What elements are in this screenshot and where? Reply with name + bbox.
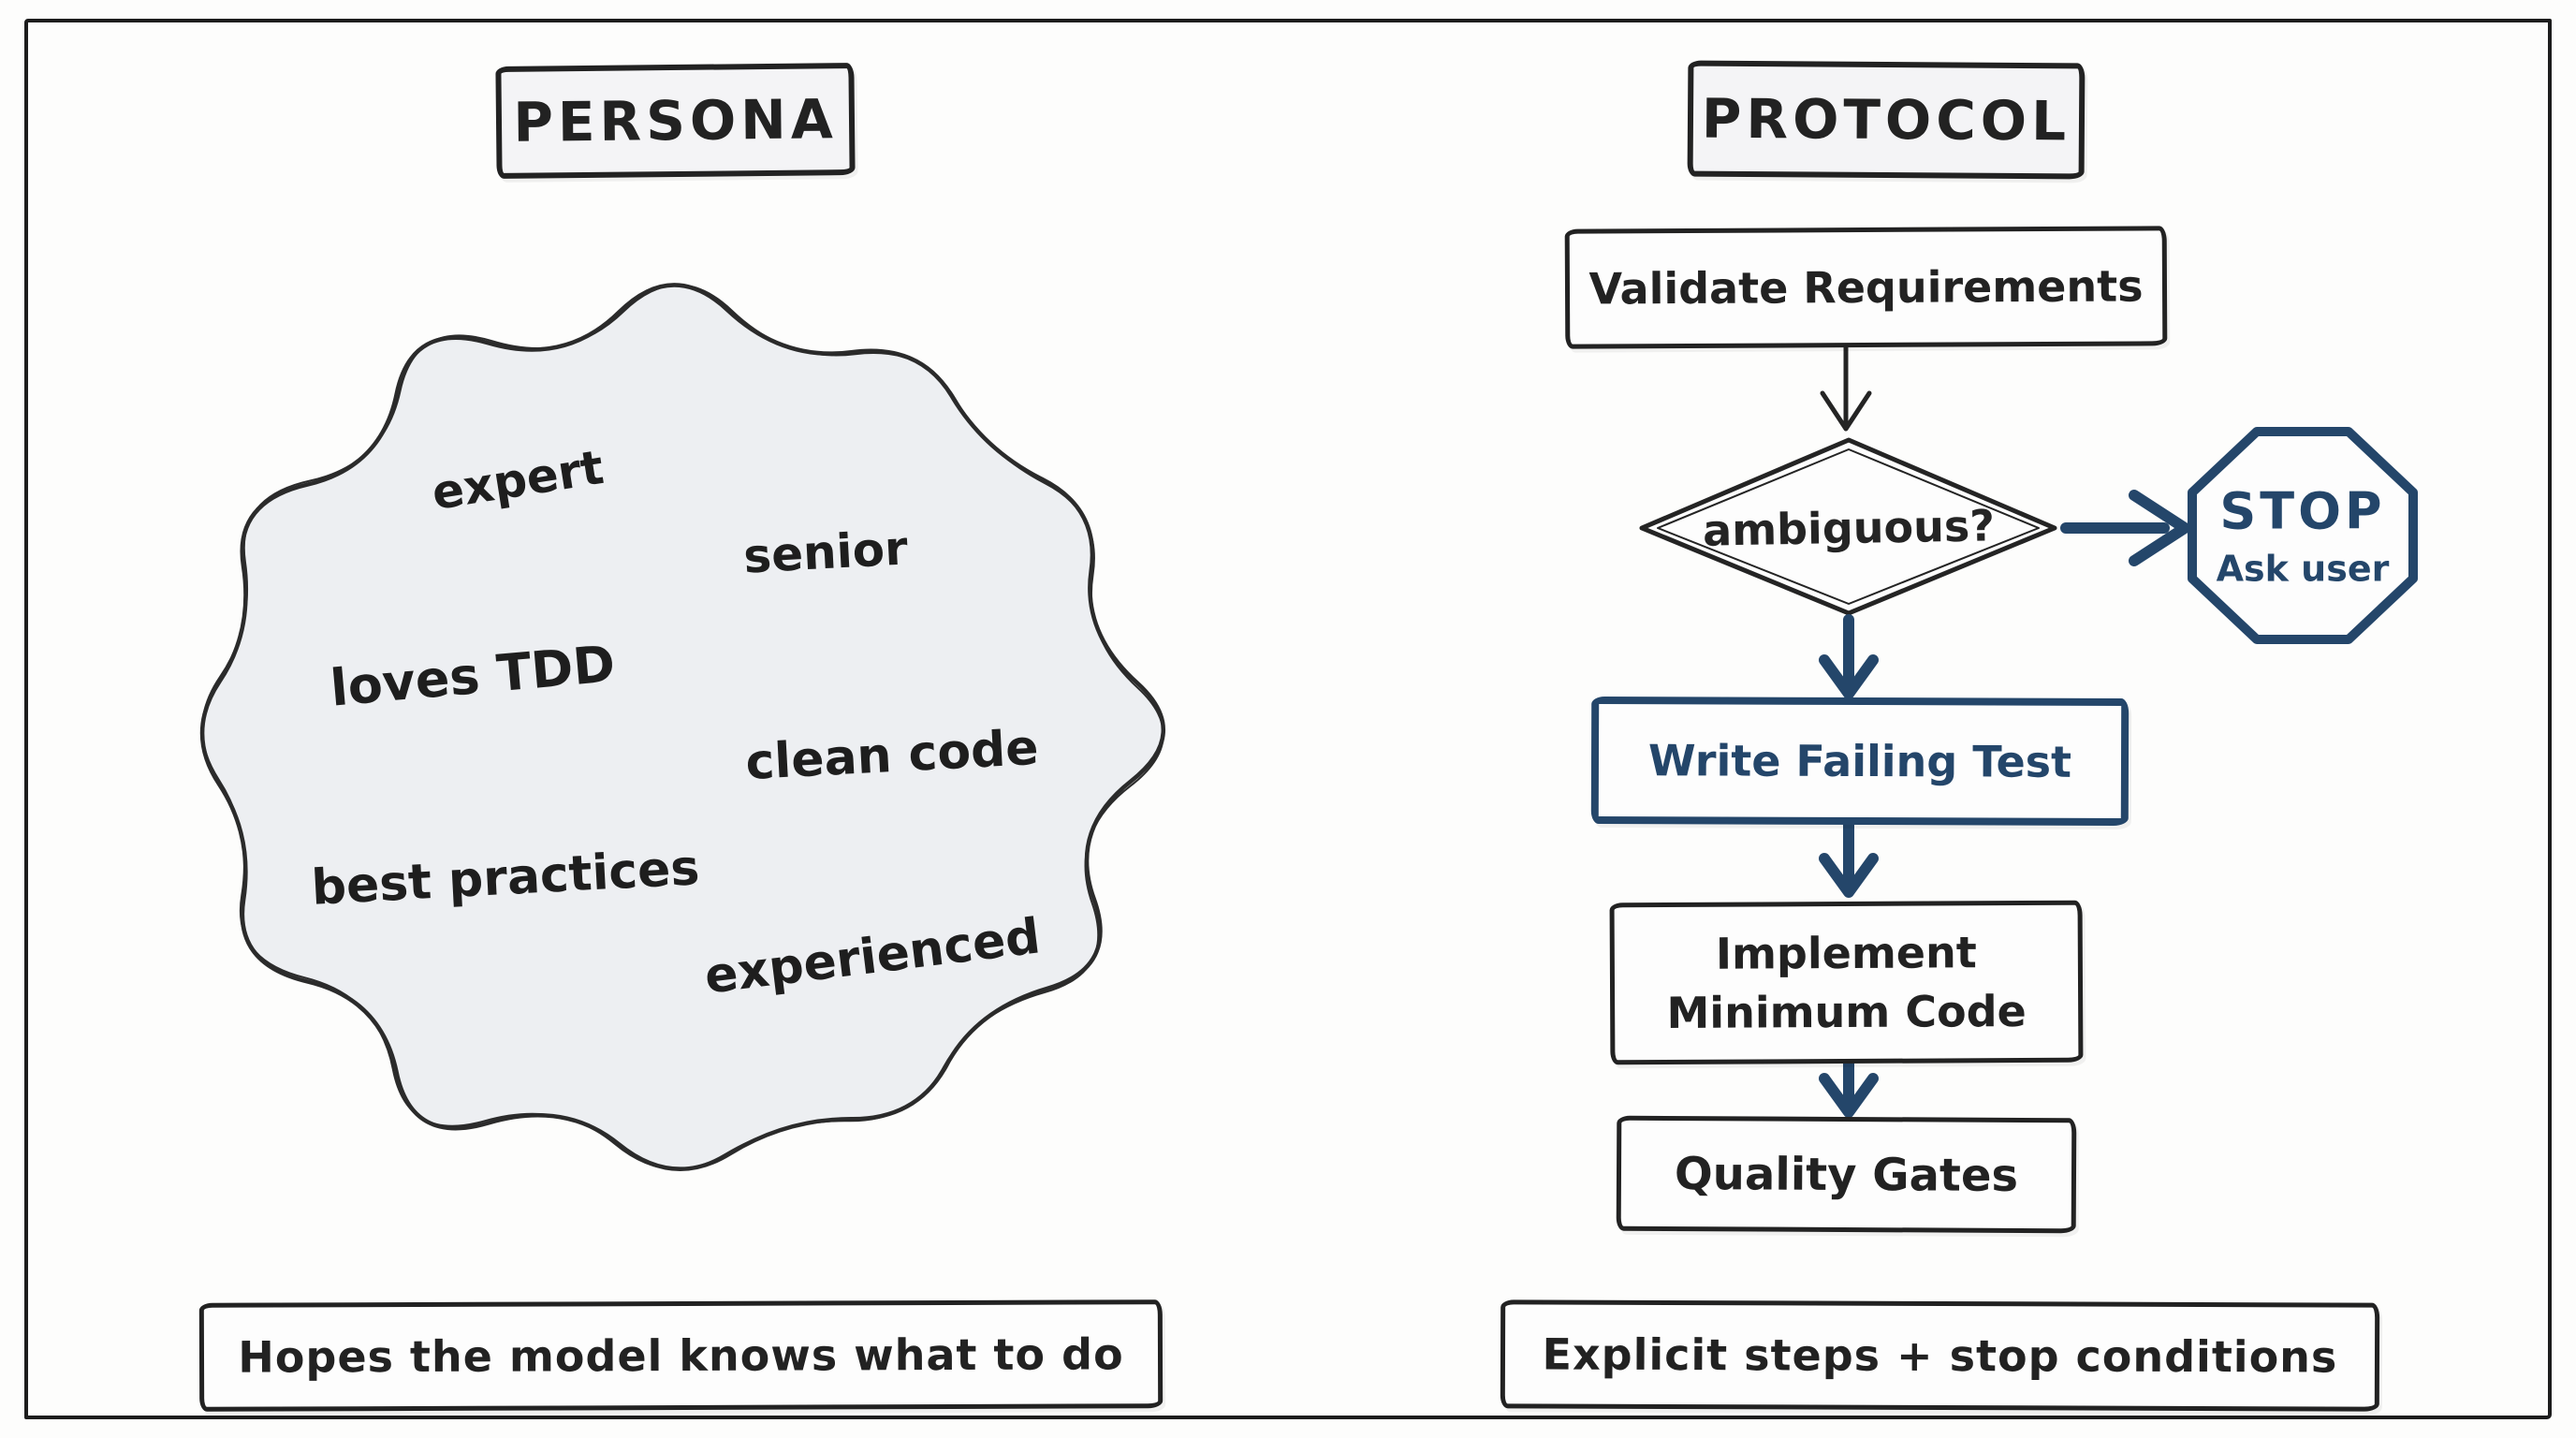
persona-blob — [199, 283, 1165, 1171]
stop-label: STOP Ask user — [2217, 482, 2390, 590]
diamond-sketch-outline — [1657, 448, 2040, 605]
persona-caption: Hopes the model knows what to do — [198, 1299, 1164, 1412]
outer-frame — [24, 19, 2552, 1419]
persona-title: PERSONA — [495, 62, 856, 180]
step-validate-requirements: Validate Requirements — [1564, 226, 2168, 349]
decision-label: ambiguous? — [1702, 500, 1996, 556]
arrow-test-to-implement — [1819, 811, 1879, 898]
arrow-implement-to-quality — [1819, 1052, 1879, 1118]
step-write-failing-test: Write Failing Test — [1590, 696, 2130, 827]
arrow-decision-to-stop — [2060, 490, 2190, 566]
step-quality-gates: Quality Gates — [1616, 1115, 2077, 1234]
stop-title: STOP — [2219, 481, 2386, 541]
arrow-validate-to-decision — [1820, 338, 1872, 432]
implement-line2: Minimum Code — [1666, 985, 2027, 1038]
protocol-title: PROTOCOL — [1687, 60, 2086, 180]
protocol-caption: Explicit steps + stop conditions — [1500, 1299, 2380, 1412]
diamond-shape — [1639, 437, 2057, 616]
trait-senior: senior — [741, 521, 910, 584]
step-implement-minimum-code: Implement Minimum Code — [1609, 900, 2084, 1065]
decision-diamond — [1639, 437, 2057, 616]
octagon-shape — [2188, 427, 2418, 644]
blob-sketch-outline — [201, 284, 1164, 1170]
arrow-decision-to-test — [1819, 614, 1879, 699]
stop-subtitle: Ask user — [2216, 548, 2390, 590]
blob-shape — [199, 283, 1165, 1171]
implement-line1: Implement — [1715, 927, 1977, 980]
stop-octagon — [2188, 427, 2418, 644]
